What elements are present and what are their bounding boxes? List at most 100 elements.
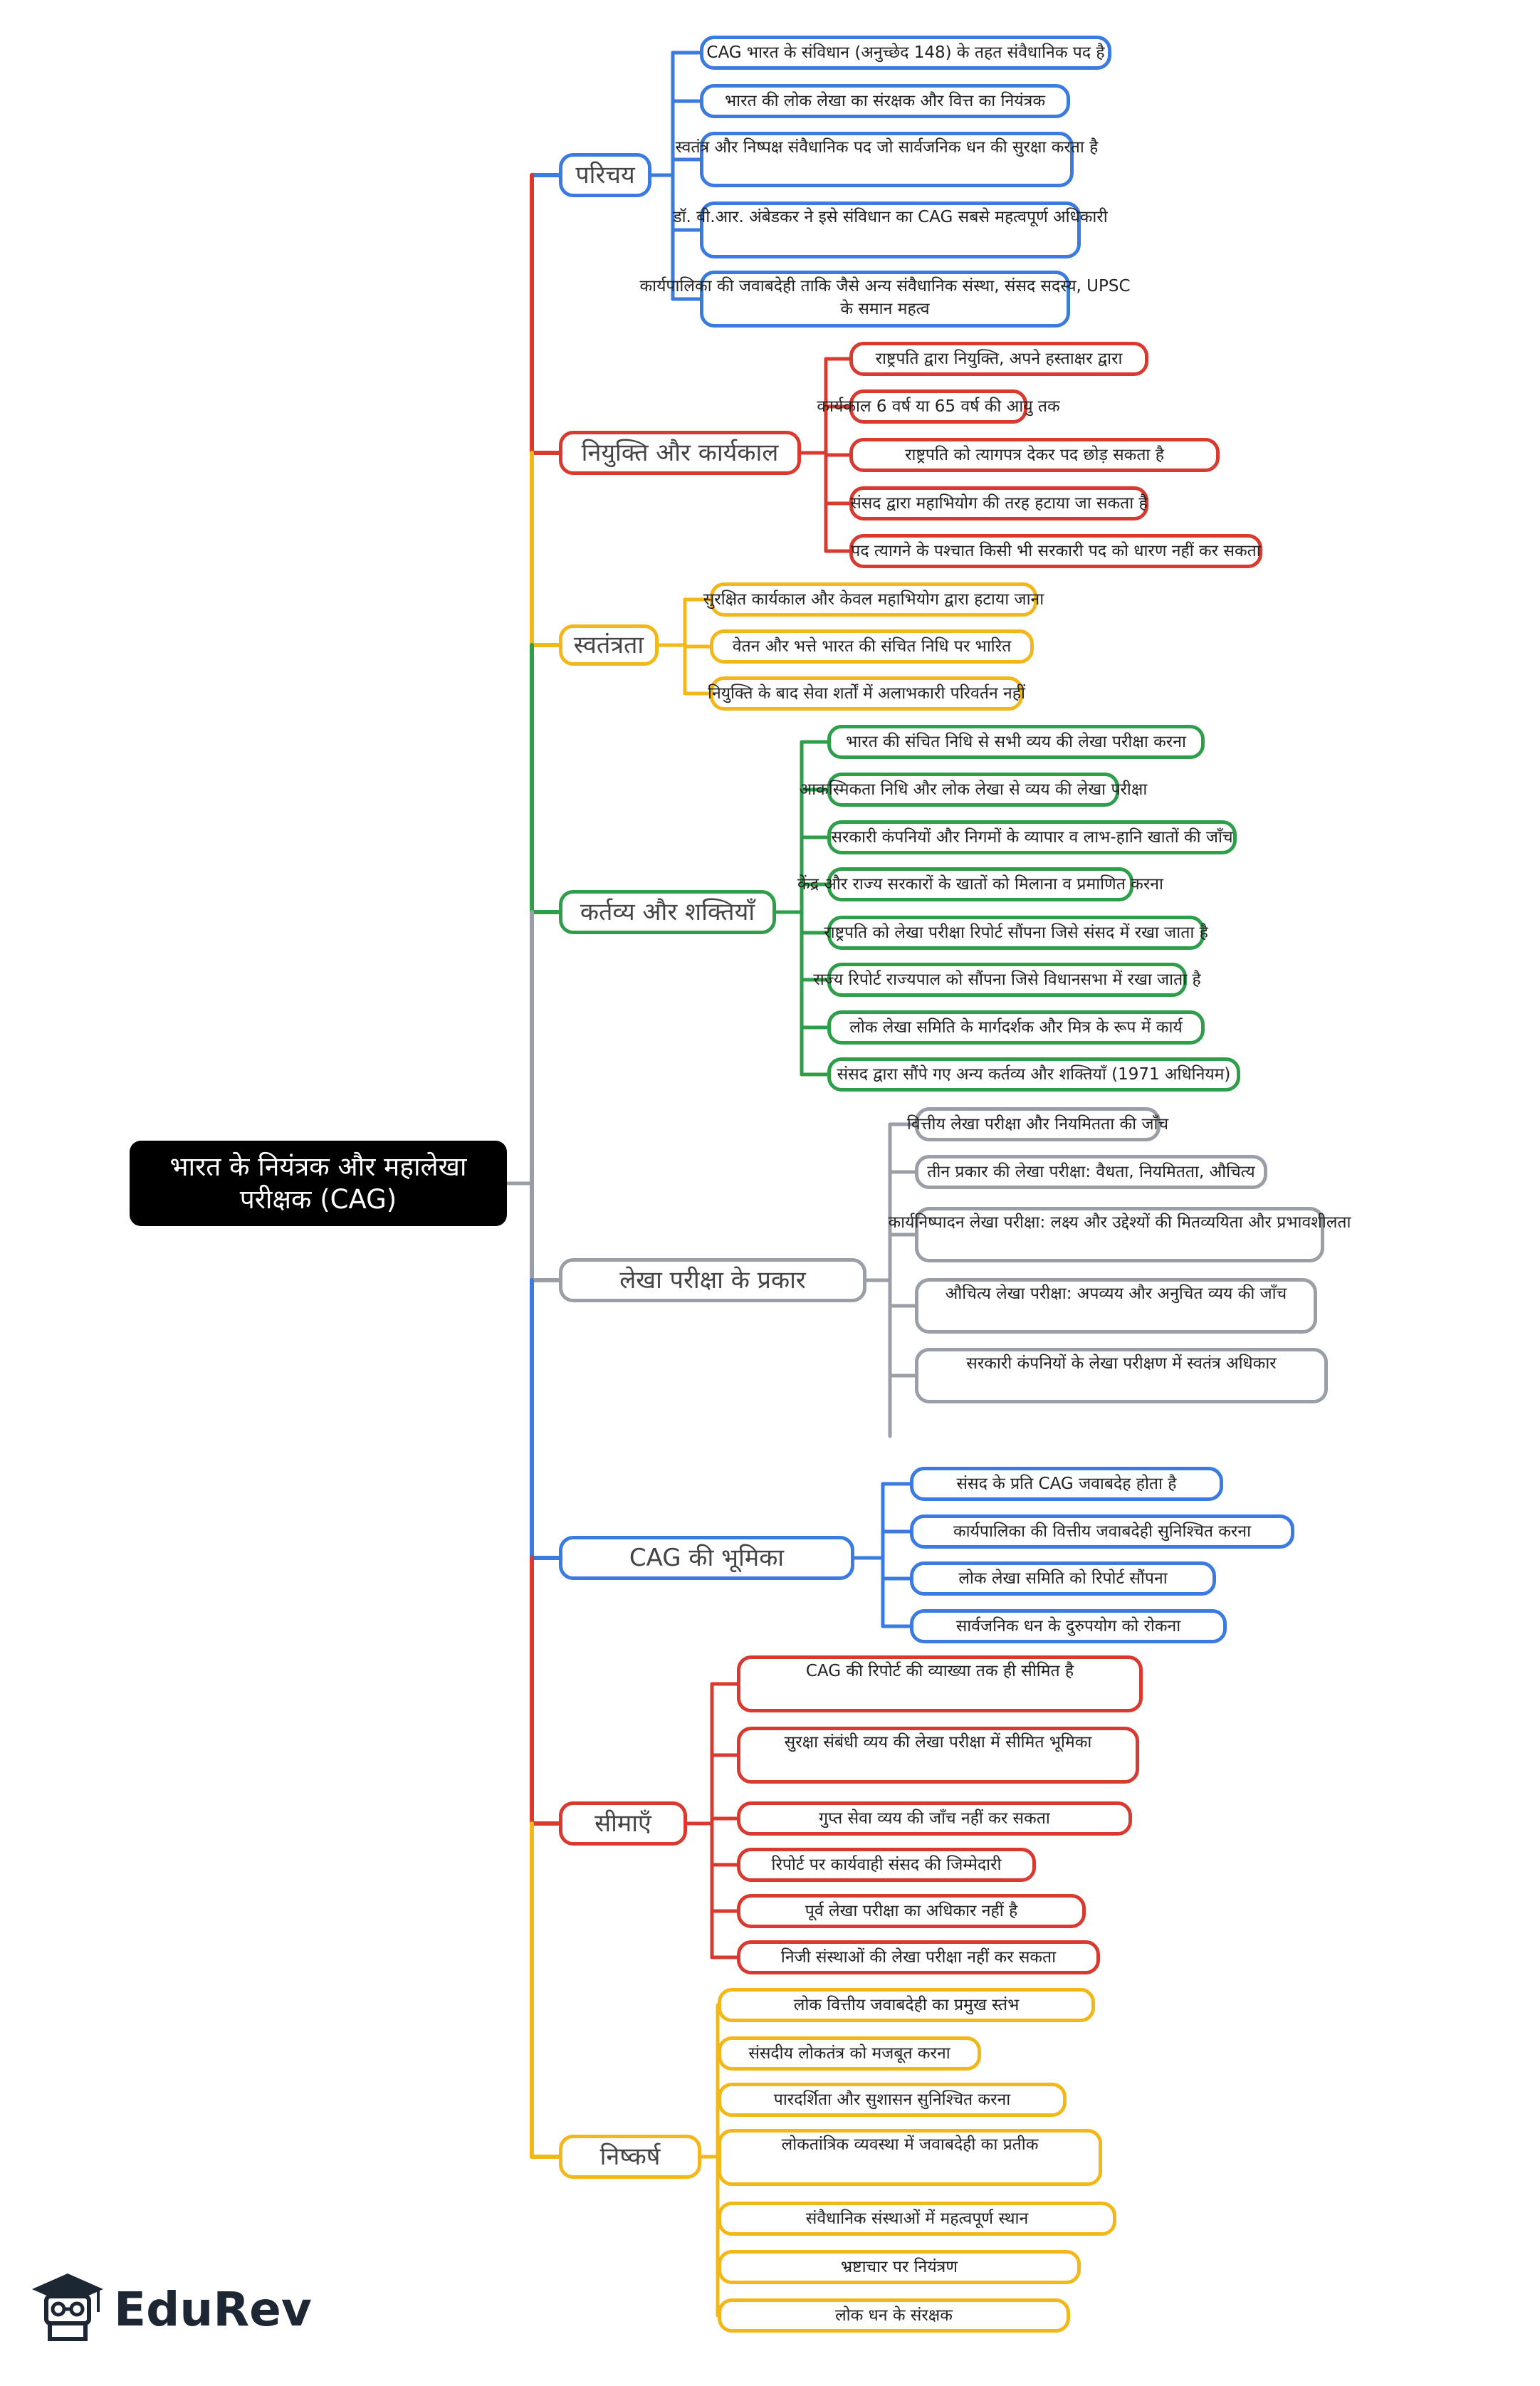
leaf-label: भारत की लोक लेखा का संरक्षक और वित्त का … — [725, 92, 1045, 110]
leaf-label: कार्यनिष्पादन लेखा परीक्षा: लक्ष्य और उद… — [888, 1213, 1351, 1232]
leaf-node — [710, 629, 1034, 664]
branch-node-3 — [559, 624, 659, 666]
leaf-label: केंद्र और राज्य सरकारों के खातों को मिला… — [797, 875, 1163, 894]
graduate-cap-icon — [32, 2273, 103, 2341]
leaf-label: लोक लेखा समिति को रिपोर्ट सौंपना — [958, 1569, 1168, 1588]
leaf-node — [827, 773, 1119, 807]
leaf-label: CAG की रिपोर्ट की व्याख्या तक ही सीमित ह… — [805, 1662, 1074, 1680]
leaf-node — [718, 2202, 1116, 2236]
leaf-node — [910, 1514, 1294, 1549]
leaf-label: औचित्य लेखा परीक्षा: अपव्यय और अनुचित व्… — [945, 1284, 1287, 1303]
edurev-logo: EduRev — [28, 2268, 312, 2353]
leaf-label: संसदीय लोकतंत्र को मजबूत करना — [748, 2044, 950, 2063]
leaf-label: सरकारी कंपनियों के लेखा परीक्षण में स्वत… — [966, 1354, 1277, 1373]
leaf-node — [849, 389, 1027, 424]
branch-node-5 — [559, 1258, 866, 1302]
leaf-label: कार्यपालिका की जवाबदेही ताकि जैसे अन्य स… — [639, 277, 1131, 318]
leaf-label: कार्यकाल 6 वर्ष या 65 वर्ष की आयु तक — [817, 397, 1060, 416]
leaf-label: लोक धन के संरक्षक — [835, 2306, 953, 2325]
leaf-node — [827, 867, 1133, 901]
leaf-node — [700, 271, 1070, 328]
leaf-label: सुरक्षित कार्यकाल और केवल महाभियोग द्वार… — [703, 590, 1044, 609]
leaf-node — [915, 1155, 1267, 1189]
leaf-label: आकस्मिकता निधि और लोक लेखा से व्यय की ले… — [799, 780, 1148, 799]
leaf-node — [737, 1940, 1100, 1974]
leaf-node — [915, 1107, 1161, 1141]
leaf-node — [718, 2129, 1102, 2186]
leaf-label: पूर्व लेखा परीक्षा का अधिकार नहीं है — [805, 1902, 1018, 1920]
leaf-node — [827, 963, 1187, 997]
leaf-label: निजी संस्थाओं की लेखा परीक्षा नहीं कर सक… — [780, 1948, 1057, 1967]
leaf-label: राज्य रिपोर्ट राज्यपाल को सौंपना जिसे वि… — [813, 970, 1201, 989]
leaf-label: पारदर्शिता और सुशासन सुनिश्चित करना — [773, 2091, 1011, 2109]
branch-label: लेखा परीक्षा के प्रकार — [619, 1266, 806, 1294]
branch-node-7 — [559, 1801, 687, 1846]
leaf-label: रिपोर्ट पर कार्यवाही संसद की जिम्मेदारी — [771, 1856, 1002, 1874]
leaf-label: भारत की संचित निधि से सभी व्यय की लेखा प… — [846, 733, 1186, 751]
branch-label: नियुक्ति और कार्यकाल — [581, 439, 779, 467]
leaf-label: नियुक्ति के बाद सेवा शर्तों में अलाभकारी… — [708, 684, 1025, 703]
leaf-node — [700, 36, 1111, 70]
leaf-label: संवैधानिक संस्थाओं में महत्वपूर्ण स्थान — [805, 2209, 1029, 2228]
leaf-label: डॉ. बी.आर. अंबेडकर ने इसे संविधान का CAG… — [673, 208, 1108, 226]
leaf-label: भ्रष्टाचार पर नियंत्रण — [840, 2258, 958, 2276]
leaf-node — [718, 2036, 981, 2071]
leaf-label: सार्वजनिक धन के दुरुपयोग को रोकना — [955, 1617, 1181, 1636]
branch-label: सीमाएँ — [594, 1809, 651, 1838]
leaf-node — [827, 1057, 1240, 1092]
leaf-label: लोकतांत्रिक व्यवस्था में जवाबदेही का प्र… — [781, 2135, 1039, 2154]
branch-node-1 — [559, 153, 651, 197]
leaf-node — [737, 1848, 1036, 1882]
leaf-node — [849, 438, 1220, 472]
leaf-node — [910, 1467, 1223, 1501]
leaf-node — [700, 202, 1081, 258]
leaf-node — [700, 132, 1074, 187]
leaf-label: CAG भारत के संविधान (अनुच्छेद 148) के तह… — [706, 43, 1105, 62]
branch-label: CAG की भूमिका — [629, 1544, 785, 1572]
branch-label: निष्कर्ष — [599, 2142, 661, 2171]
leaf-label: संसद के प्रति CAG जवाबदेह होता है — [956, 1475, 1177, 1493]
leaf-node — [910, 1561, 1216, 1596]
branch-label: परिचय — [575, 161, 635, 189]
leaf-label: वेतन और भत्ते भारत की संचित निधि पर भारि… — [732, 637, 1012, 656]
leaf-node — [700, 84, 1070, 118]
leaf-node — [849, 342, 1148, 376]
leaf-label: संसद द्वारा महाभियोग की तरह हटाया जा सकत… — [850, 494, 1148, 513]
branch-node-2 — [559, 431, 801, 475]
brand-name: EduRev — [114, 2282, 312, 2337]
leaf-node — [915, 1278, 1317, 1334]
leaf-node — [849, 534, 1262, 568]
leaf-label: गुप्त सेवा व्यय की जाँच नहीं कर सकता — [819, 1809, 1050, 1828]
central-topic: भारत के नियंत्रक और महालेखा परीक्षक (CAG… — [130, 1141, 507, 1226]
branch-node-8 — [559, 2135, 701, 2179]
leaf-label: तीन प्रकार की लेखा परीक्षा: वैधता, नियमि… — [927, 1163, 1255, 1181]
leaf-label: सरकारी कंपनियों और निगमों के व्यापार व ल… — [831, 828, 1233, 847]
leaf-label: संसद द्वारा सौंपे गए अन्य कर्तव्य और शक्… — [837, 1065, 1231, 1084]
leaf-node — [827, 916, 1205, 950]
leaf-node — [737, 1727, 1139, 1784]
leaf-node — [718, 2250, 1081, 2284]
leaf-label: राष्ट्रपति द्वारा नियुक्ति, अपने हस्ताक्… — [875, 350, 1123, 368]
leaf-node — [710, 582, 1037, 617]
leaf-label: लोक वित्तीय जवाबदेही का प्रमुख स्तंभ — [793, 1996, 1020, 2014]
leaf-label: स्वतंत्र और निष्पक्ष संवैधानिक पद जो सार… — [675, 138, 1099, 157]
leaf-node — [718, 2298, 1070, 2333]
branch-node-4 — [559, 890, 776, 934]
leaf-label: वित्तीय लेखा परीक्षा और नियमितता की जाँच — [906, 1115, 1169, 1134]
leaf-node — [737, 1801, 1132, 1836]
leaf-node — [710, 676, 1023, 711]
leaf-node — [718, 1988, 1095, 2022]
leaf-node — [849, 486, 1148, 520]
leaf-node — [915, 1348, 1328, 1403]
leaf-label: राष्ट्रपति को त्यागपत्र देकर पद छोड़ सकत… — [905, 446, 1164, 464]
leaf-label: राष्ट्रपति को लेखा परीक्षा रिपोर्ट सौंपन… — [824, 923, 1208, 942]
leaf-label: सुरक्षा संबंधी व्यय की लेखा परीक्षा में … — [784, 1733, 1092, 1752]
leaf-label: पद त्यागने के पश्चात किसी भी सरकारी पद क… — [851, 542, 1261, 560]
branch-label: कर्तव्य और शक्तियाँ — [580, 898, 755, 926]
leaf-node — [910, 1609, 1227, 1643]
leaf-node — [827, 820, 1237, 854]
leaf-label: लोक लेखा समिति के मार्गदर्शक और मित्र के… — [849, 1018, 1183, 1037]
leaf-node — [827, 725, 1205, 759]
